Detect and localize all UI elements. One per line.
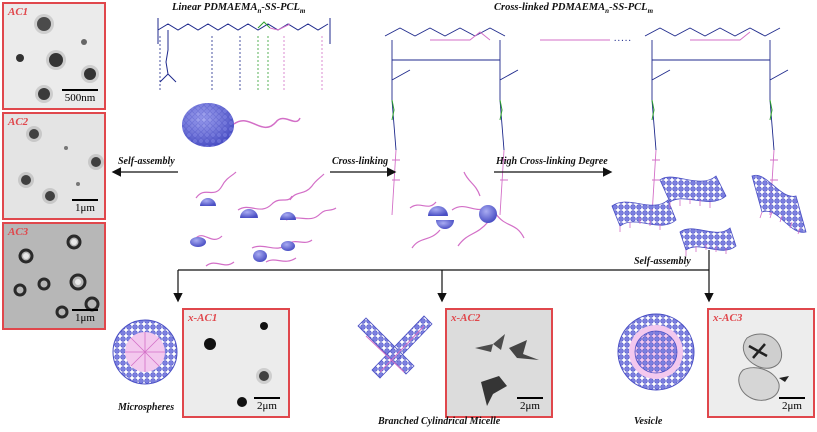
label-self-assembly-left: Self-assembly <box>118 156 175 167</box>
title-mid: -SS-PCL <box>261 2 300 13</box>
label-microspheres: Microspheres <box>118 402 174 413</box>
tem-panel-x-ac3: x-AC3 2μm <box>707 308 815 418</box>
micelle-icon <box>182 103 300 147</box>
microsphere-icon <box>113 320 177 384</box>
scale-bar-label: 2μm <box>257 400 277 412</box>
label-self-assembly-right: Self-assembly <box>634 256 691 267</box>
linear-polymer-structure <box>158 18 330 82</box>
title-sub: m <box>648 7 653 15</box>
panel-tag: x-AC2 <box>451 312 480 324</box>
tem-panel-x-ac2: x-AC2 2μm <box>445 308 553 418</box>
svg-text:• • • • •: • • • • • <box>614 38 631 43</box>
label-cross-linking: Cross-linking <box>332 156 388 167</box>
crosslinked-micelles <box>410 172 524 248</box>
unimers-and-small-micelles <box>196 172 336 266</box>
title-mid: -SS-PCL <box>609 2 648 13</box>
nanosheet-icon <box>612 175 806 256</box>
label-branched-cylindrical-micelle: Branched Cylindrical Micelle <box>378 416 500 427</box>
title-sub: m <box>300 7 305 15</box>
scale-bar-line <box>254 397 280 399</box>
crosslinked-network-structure <box>385 28 788 150</box>
panel-tag: x-AC1 <box>188 312 217 324</box>
scale-bar-label: 2μm <box>520 400 540 412</box>
label-high-cross-linking: High Cross-linking Degree <box>496 156 608 167</box>
label-vesicle: Vesicle <box>634 416 662 427</box>
scale-bar-label: 2μm <box>782 400 802 412</box>
scale-bar-line <box>517 397 543 399</box>
scale-bar: 2μm <box>252 397 282 412</box>
tem-panel-x-ac1: x-AC1 2μm <box>182 308 290 418</box>
scale-bar: 2μm <box>777 397 807 412</box>
linear-polymer-title: Linear PDMAEMAn-SS-PCLm <box>172 2 305 15</box>
scale-bar-line <box>779 397 805 399</box>
scale-bar: 2μm <box>515 397 545 412</box>
title-main: Linear PDMAEMA <box>172 2 257 13</box>
panel-tag: x-AC3 <box>713 312 742 324</box>
title-main: Cross-linked PDMAEMA <box>494 2 605 13</box>
branched-cylinder-icon <box>358 316 432 378</box>
vesicle-icon <box>618 314 694 390</box>
crosslinked-polymer-title: Cross-linked PDMAEMAn-SS-PCLm <box>494 2 653 15</box>
